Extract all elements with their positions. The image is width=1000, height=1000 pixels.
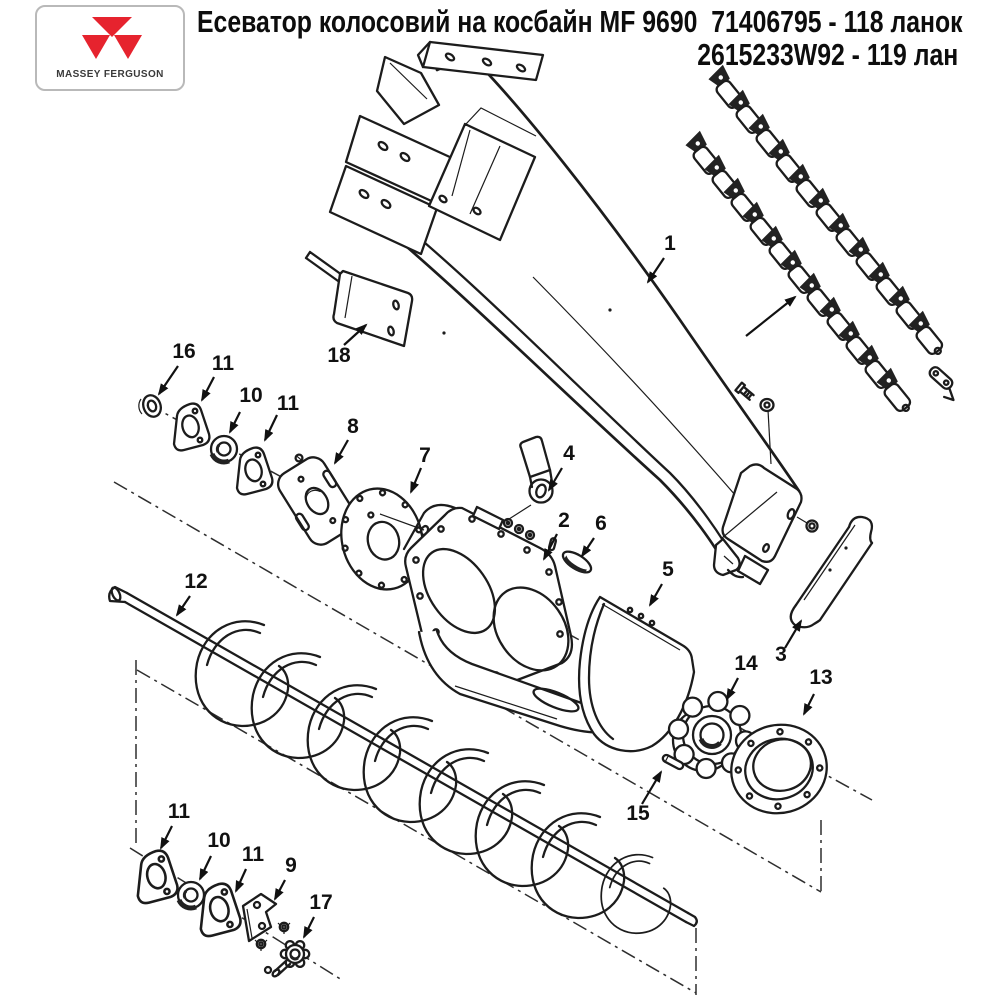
part-6-clip	[561, 550, 593, 574]
page-title-line2: 2615233W92 - 119 лан	[696, 37, 958, 72]
part-10-bearing-lower	[178, 882, 204, 908]
part-8-gasket-plate	[276, 456, 358, 546]
part-label-7: 7	[419, 444, 431, 467]
part-label-14: 14	[734, 652, 758, 675]
elevator-chain	[682, 64, 955, 417]
part-16-retainer-ring	[138, 394, 162, 418]
part-label-18: 18	[327, 344, 351, 367]
part-11-flange-upper-b	[235, 446, 274, 496]
page-title-line1: Есеватор колосовий на косбайн MF 9690 71…	[197, 4, 963, 39]
part-2-auger-housing	[402, 503, 625, 734]
part-9-strap-bracket	[241, 892, 292, 953]
part-3-deflector-chute	[789, 515, 874, 629]
part-11-flange-lower-b	[199, 882, 242, 938]
part-label-4: 4	[563, 442, 575, 465]
part-13-bearing-flange-ring	[730, 723, 828, 815]
part-label-5: 5	[662, 558, 674, 581]
callout-arrows	[157, 257, 815, 939]
part-label-11c: 11	[168, 800, 191, 823]
part-18-mount-bracket	[304, 250, 414, 348]
part-label-11d: 11	[242, 843, 265, 866]
part-4-latch-lever	[505, 435, 554, 522]
chain-master-link	[928, 366, 955, 402]
part-11-flange-upper-a	[172, 402, 211, 452]
part-label-11b: 11	[277, 392, 300, 415]
part-label-3: 3	[775, 643, 787, 666]
part-label-6: 6	[595, 512, 607, 535]
part-label-16: 16	[172, 340, 195, 363]
fastener-bolt-washer	[734, 381, 819, 533]
part-7-cover-plate	[340, 487, 441, 591]
massey-ferguson-logo: MASSEY FERGUSON	[35, 5, 185, 91]
hex-nut	[805, 519, 819, 533]
callout-labels: 1 18 16 11 10 11 8 7 4 2 6 5 3 14 13 15 …	[168, 232, 833, 914]
part-1-elevator-housing	[328, 40, 803, 586]
part-label-8: 8	[347, 415, 359, 438]
part-label-9: 9	[285, 854, 297, 877]
part-5-trough-shield	[577, 595, 696, 753]
part-label-13: 13	[809, 666, 832, 689]
logo-brand-text: MASSEY FERGUSON	[56, 69, 164, 80]
part-label-10a: 10	[239, 384, 262, 407]
part-label-2: 2	[558, 509, 570, 532]
part-label-11a: 11	[212, 352, 235, 375]
part-11-flange-lower-a	[136, 849, 179, 905]
part-label-1: 1	[664, 232, 676, 255]
part-label-17: 17	[309, 891, 332, 914]
chain-pointer-arrow	[745, 295, 797, 337]
part-10-bearing-upper	[211, 436, 237, 462]
triple-triangle-icon	[82, 17, 142, 59]
part-15-roll-pin	[661, 753, 685, 771]
part-17-hub-coupler	[263, 939, 311, 978]
part-label-12: 12	[184, 570, 207, 593]
part-label-15: 15	[626, 802, 650, 825]
part-12-auger	[108, 585, 698, 935]
part-label-10b: 10	[207, 829, 230, 852]
